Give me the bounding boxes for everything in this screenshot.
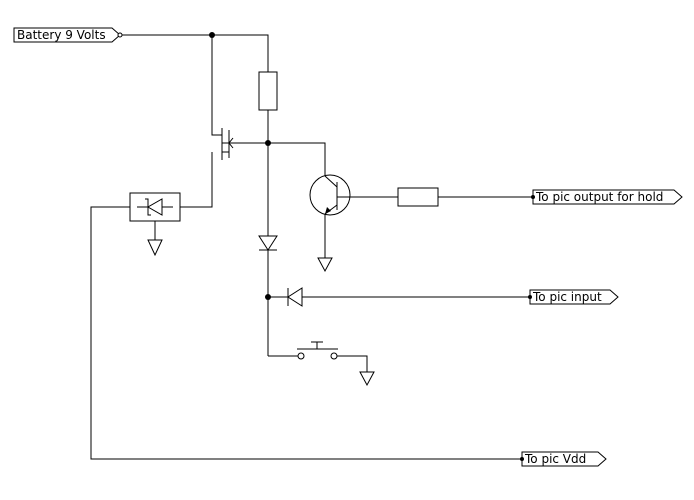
junction-dot	[528, 295, 532, 299]
junction-dot	[209, 32, 215, 38]
push-button-switch	[297, 341, 338, 360]
transistor	[309, 170, 351, 216]
pic-vdd-connector: To pic Vdd	[521, 451, 607, 467]
battery-label: Battery 9 Volts	[17, 28, 106, 42]
diode-horizontal	[287, 287, 303, 307]
junction-dot	[265, 140, 271, 146]
pic-hold-label: To pic output for hold	[535, 190, 663, 204]
pic-input-label: To pic input	[532, 290, 602, 304]
junction-dot	[531, 195, 535, 199]
ground-symbol	[147, 239, 163, 257]
wires	[90, 34, 533, 460]
resistor-horizontal	[397, 187, 439, 207]
battery-connector: Battery 9 Volts	[13, 27, 123, 43]
junctions	[209, 32, 535, 461]
junction-dot	[520, 457, 524, 461]
regulator	[129, 192, 181, 222]
pic-hold-connector: To pic output for hold	[532, 189, 683, 205]
ground-symbol	[317, 257, 333, 273]
ground-symbol	[359, 371, 375, 387]
resistor-vertical	[258, 71, 278, 111]
junction-dot	[265, 294, 271, 300]
diode-vertical	[258, 235, 278, 251]
pic-input-connector: To pic input	[529, 289, 619, 305]
pic-vdd-label: To pic Vdd	[524, 452, 586, 466]
mosfet	[221, 128, 234, 160]
